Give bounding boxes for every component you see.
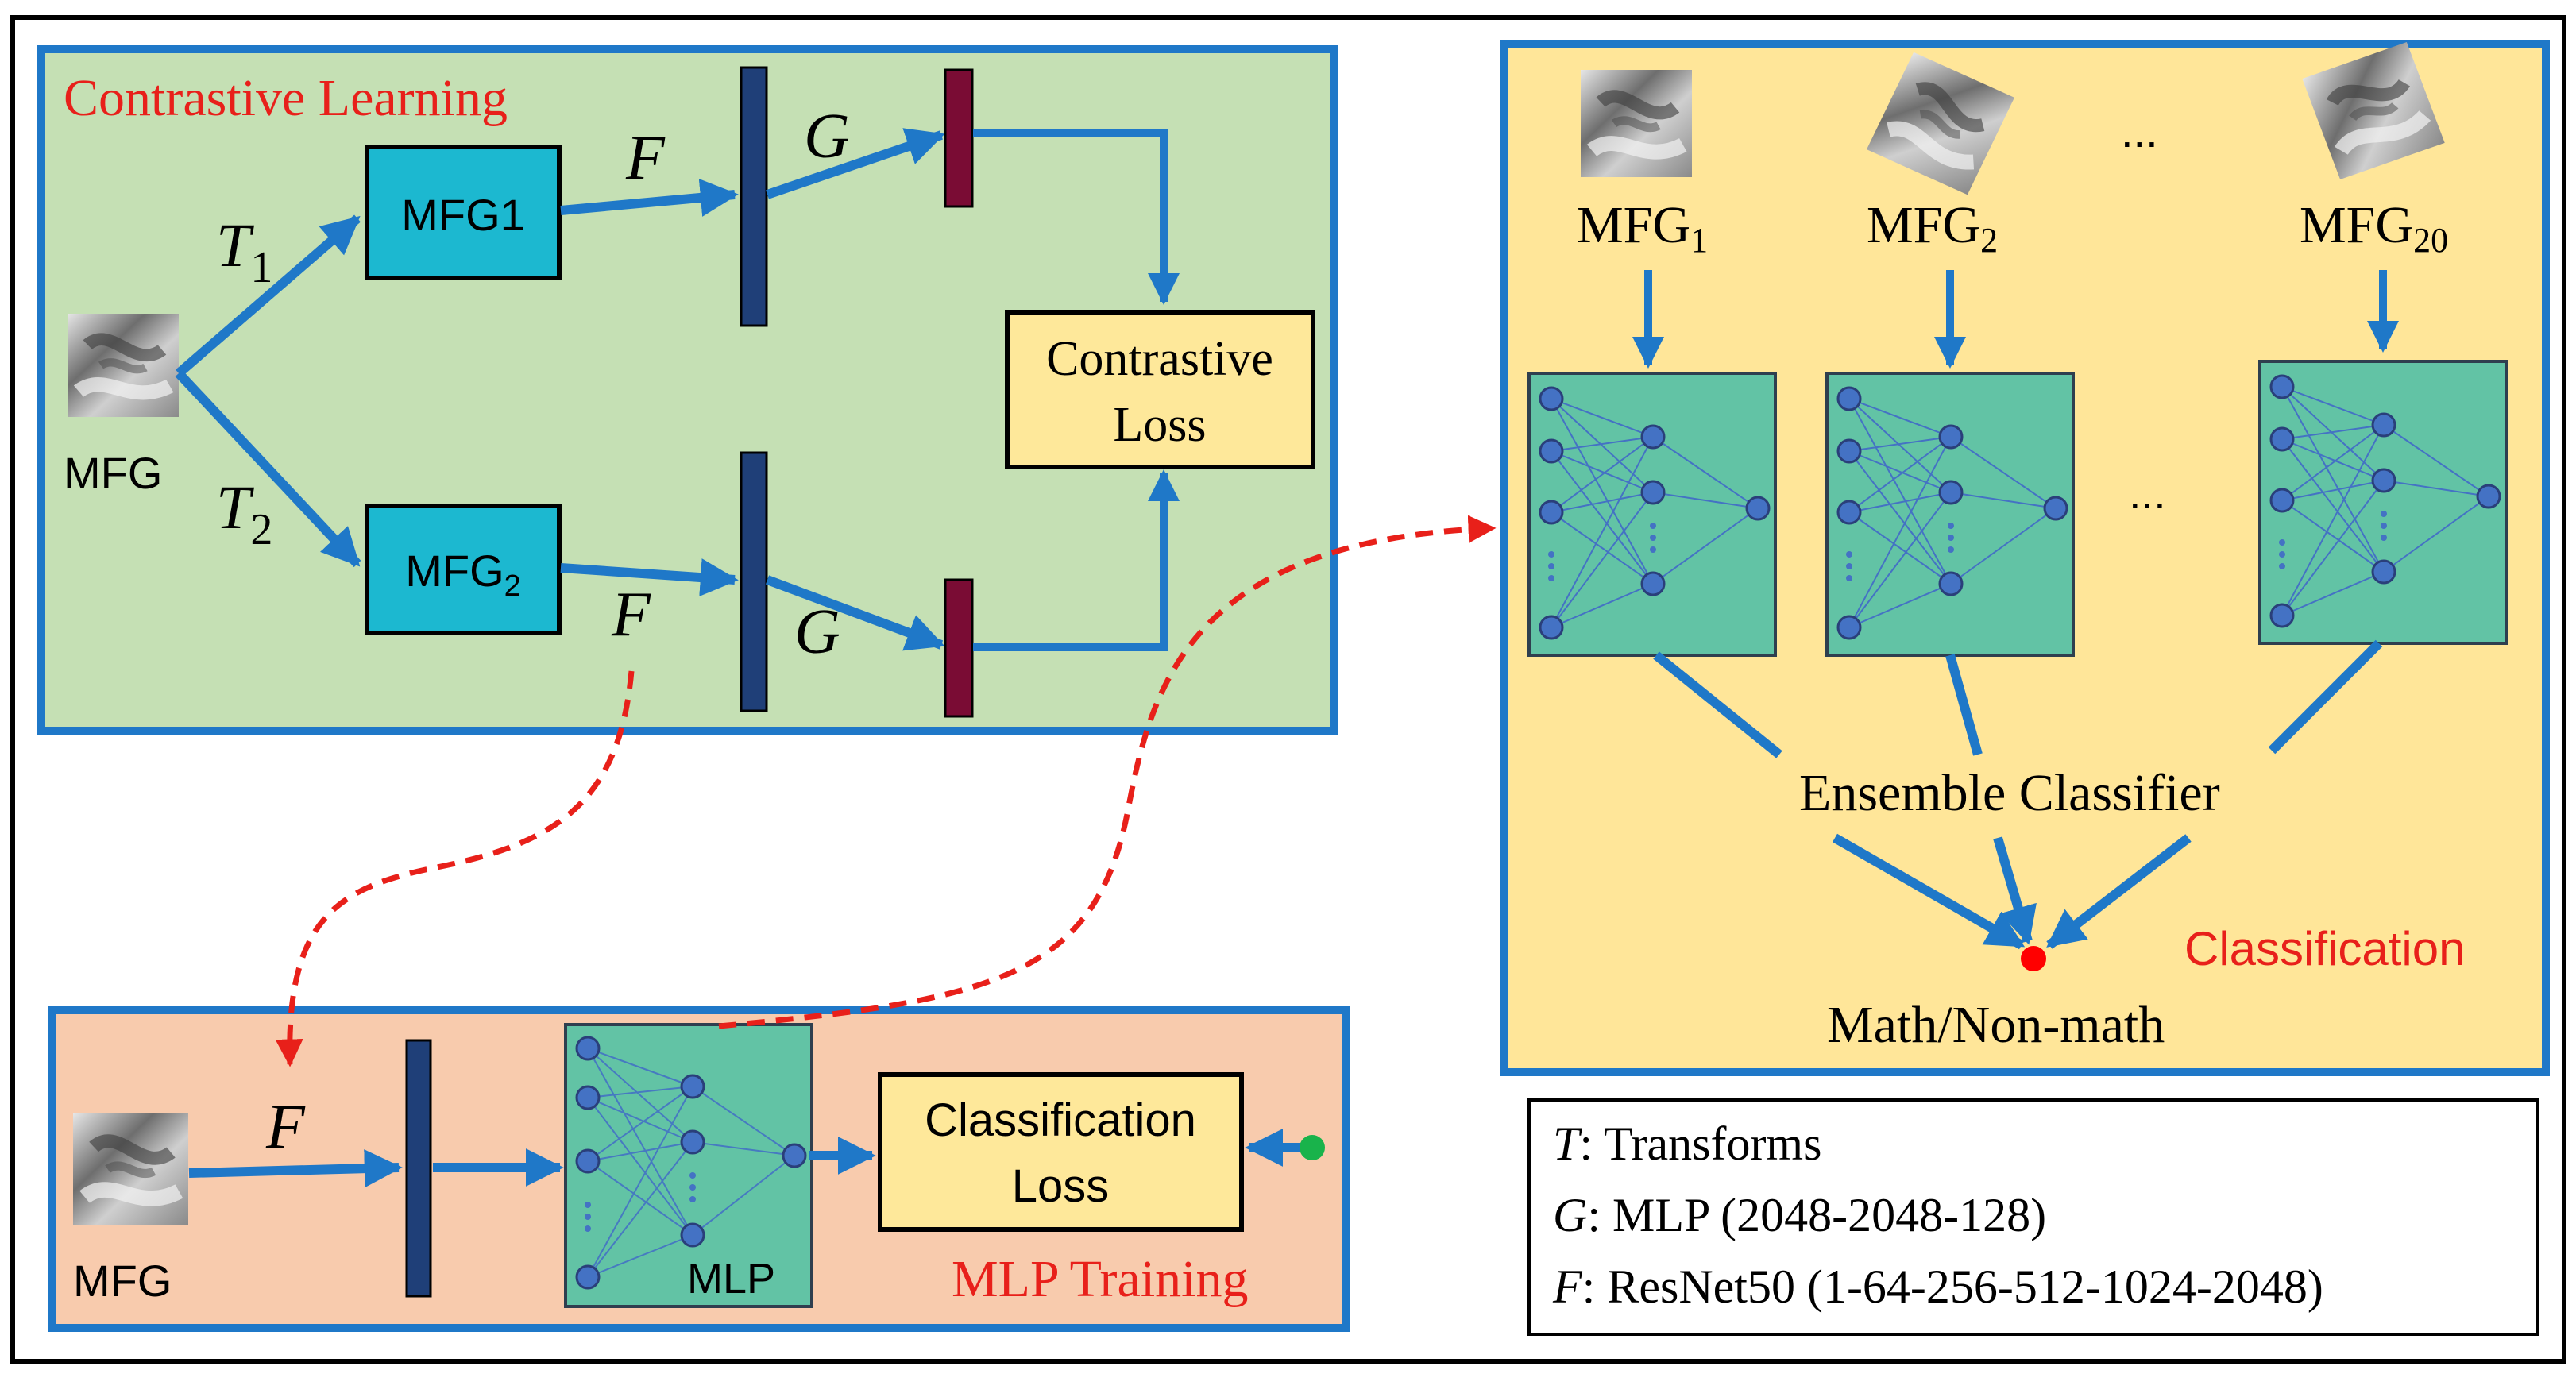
contrastive-loss-line1: Contrastive (1046, 332, 1273, 386)
dashed-connector-f-to-mlp (275, 670, 635, 1067)
mfg2-label: MFG2 (1867, 196, 1998, 260)
mfg1-image (1581, 70, 1692, 177)
mlp-hidden-node (680, 1129, 705, 1155)
mlp-network-box (564, 1023, 813, 1308)
input-mfg-label: MFG (64, 448, 162, 498)
bottom-to-loss-arrow (973, 469, 1180, 651)
f-bottom-arrow (560, 558, 739, 596)
ensemble-line-20-upper (2268, 639, 2383, 755)
contrastive-learning-panel: Contrastive Learning MFG T1 T2 MFG1 MFG2… (37, 45, 1338, 735)
ensemble-line-20-lower (2046, 834, 2192, 949)
t2-label: T2 (216, 473, 272, 554)
mlp-training-panel: MFG F MLP (48, 1006, 1350, 1332)
legend-t: T: Transforms (1553, 1117, 1821, 1170)
mfg2-box (365, 504, 562, 635)
mlp-network: MLP (564, 1023, 813, 1308)
projection-bar-bottom (944, 578, 974, 718)
mlp-input-node (575, 1036, 601, 1061)
t1-arrow (176, 214, 361, 377)
top-ellipsis: ... (2121, 106, 2158, 156)
mlp-f-label: F (265, 1092, 306, 1162)
g-bottom-label: G (794, 597, 840, 667)
legend: T: Transforms G: MLP (2048-2048-128) F: … (1527, 1098, 2539, 1336)
mlp-label: MLP (687, 1255, 775, 1303)
legend-f: F: ResNet50 (1-64-256-512-1024-2048) (1552, 1260, 2323, 1313)
ensemble-line-1-lower (1833, 833, 2026, 950)
legend-g: G: MLP (2048-2048-128) (1553, 1189, 2046, 1241)
mlp-input-mfg-image (73, 1113, 188, 1225)
middle-ellipsis: ... (2129, 468, 2166, 518)
classifier-network-1 (1527, 372, 1777, 657)
g-top-arrow (766, 128, 945, 199)
t1-label: T1 (216, 210, 272, 292)
projection-bar-top (944, 68, 974, 208)
ensemble-line-2-lower (1993, 836, 2037, 945)
mlp-input-node (575, 1085, 601, 1110)
classification-title: Classification (2184, 922, 2465, 975)
mlp-input-node (575, 1264, 601, 1290)
ensemble-classifier-label: Ensemble Classifier (1799, 764, 2220, 822)
ensemble-line-2-upper (1945, 654, 1983, 756)
mfg20-label: MFG20 (2300, 196, 2448, 260)
mfg1-label: MFG1 (1577, 196, 1708, 260)
mlp-f-arrow (188, 1149, 403, 1188)
input-mfg-image (68, 314, 179, 417)
mlp-hidden-node (680, 1074, 705, 1099)
contrastive-title: Contrastive Learning (64, 69, 508, 127)
contrastive-loss-box (1005, 310, 1315, 469)
f-bottom-label: F (611, 580, 651, 650)
t2-arrow (175, 369, 361, 568)
mlp-hidden-node (680, 1222, 705, 1248)
f-top-arrow (560, 179, 739, 217)
classifier-network-20 (2258, 360, 2508, 645)
mlp-output-node (782, 1143, 807, 1168)
classification-loss-box (878, 1072, 1244, 1232)
ensemble-line-1-upper (1653, 651, 1782, 758)
mfg2-box-label: MFG2 (405, 546, 521, 603)
mlp-training-title: MLP Training (952, 1250, 1249, 1308)
top-to-loss-arrow (973, 129, 1180, 305)
g-bottom-arrow (765, 575, 945, 651)
f-top-label: F (625, 123, 666, 193)
classifier-network-2 (1825, 372, 2075, 657)
mlp-input-mfg-label: MFG (73, 1256, 172, 1306)
classification-loss-line1: Classification (925, 1094, 1196, 1146)
label-input-dot (1300, 1135, 1325, 1160)
g-top-label: G (804, 102, 850, 172)
mlp-input-node (575, 1148, 601, 1174)
encoder-bar-bottom (740, 451, 768, 712)
mlp-encoder-bar (405, 1039, 432, 1298)
output-label: Math/Non-math (1827, 996, 2165, 1054)
legend-box (1527, 1098, 2539, 1336)
encoder-bar-top (740, 66, 768, 327)
mfg1-box-label: MFG1 (401, 190, 525, 240)
mfg1-box (365, 145, 562, 280)
ensemble-output-dot (2021, 946, 2046, 971)
classification-panel: ... MFG1 MFG2 MFG20 (1500, 42, 2550, 1076)
classification-loss-line2: Loss (1012, 1160, 1110, 1212)
contrastive-loss-line2: Loss (1113, 398, 1206, 452)
